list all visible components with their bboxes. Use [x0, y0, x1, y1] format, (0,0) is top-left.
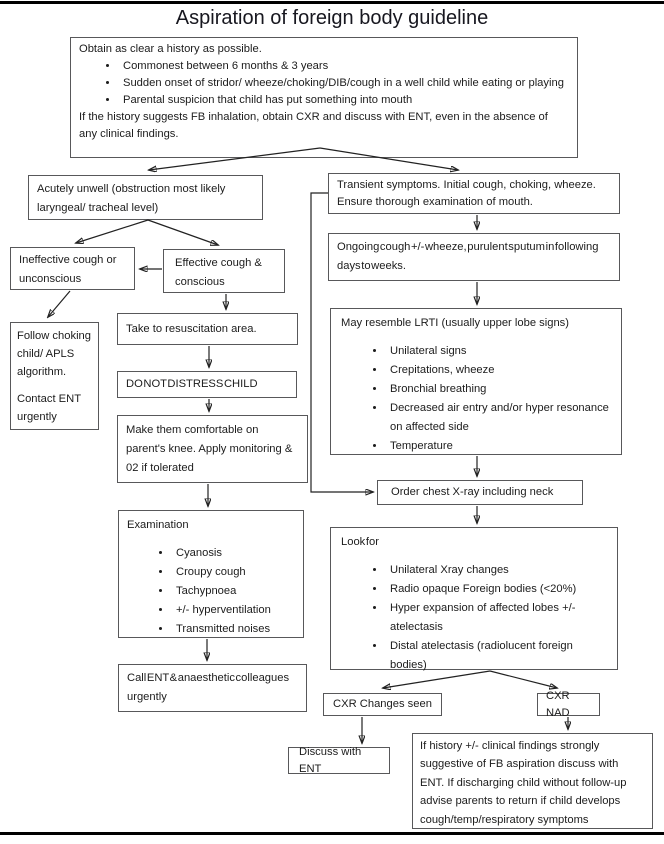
examination-bullet: Tachypnoea — [172, 582, 295, 601]
top-rule — [0, 1, 664, 4]
look-for-bullet: Radio opaque Foreign bodies (<20%) — [386, 580, 607, 599]
examination-bullet-list: Cyanosis Croupy cough Tachypnoea +/- hyp… — [127, 544, 295, 639]
lrti-heading: May resemble LRTI (usually upper lobe si… — [341, 317, 569, 329]
box-take-to-resus: Take to resuscitation area. — [117, 313, 298, 345]
box-examination: Examination Cyanosis Croupy cough Tachyp… — [118, 510, 304, 638]
follow-choking-line2: Contact ENT urgently — [17, 393, 81, 423]
history-bullet: Commonest between 6 months & 3 years — [119, 58, 569, 75]
history-bullet-list: Commonest between 6 months & 3 years Sud… — [79, 58, 569, 109]
look-for-heading: Look for — [341, 536, 379, 548]
arrow-ineffective-to-follow — [48, 290, 71, 317]
box-order-cxr: Order chest X-ray including neck — [377, 480, 583, 505]
box-acutely-unwell: Acutely unwell (obstruction most likely … — [28, 175, 263, 220]
examination-bullet: +/- hyperventilation — [172, 601, 295, 620]
lrti-bullet: Bronchial breathing — [386, 380, 611, 399]
box-transient-symptoms: Transient symptoms. Initial cough, choki… — [328, 173, 620, 214]
examination-bullet: Croupy cough — [172, 563, 295, 582]
look-for-bullet: Hyper expansion of affected lobes +/- at… — [386, 599, 607, 637]
box-make-comfortable: Make them comfortable on parent's knee. … — [117, 415, 308, 483]
page-title: Aspiration of foreign body guideline — [175, 7, 489, 29]
examination-bullet: Cyanosis — [172, 544, 295, 563]
box-cxr-changes-seen: CXR Changes seen — [323, 693, 442, 716]
history-intro: Obtain as clear a history as possible. — [79, 43, 262, 55]
examination-heading: Examination — [127, 519, 189, 531]
arrow-acutely-to-ineffective — [76, 219, 149, 243]
examination-bullet: Transmitted noises — [172, 620, 295, 639]
box-ineffective-cough: Ineffective cough or unconscious — [10, 247, 135, 290]
lrti-bullet: Crepitations, wheeze — [386, 361, 611, 380]
box-ongoing-cough: Ongoing cough +/- wheeze, purulent sputu… — [328, 233, 620, 281]
history-bullet: Parental suspicion that child has put so… — [119, 92, 569, 109]
box-discuss-with-ent: Discuss with ENT — [288, 746, 390, 775]
look-for-bullet: Distal atelectasis (radiolucent foreign … — [386, 637, 607, 675]
history-bullet: Sudden onset of stridor/ wheeze/choking/… — [119, 75, 569, 92]
box-cxr-nad-advice: If history +/- clinical findings strongl… — [412, 733, 653, 829]
bottom-rule — [0, 832, 664, 835]
box-call-ent-anaesthetic: Call ENT & anaesthetic colleagues urgent… — [118, 664, 307, 712]
follow-choking-line1: Follow choking child/ APLS algorithm. — [17, 330, 91, 378]
box-do-not-distress: DO NOT DISTRESS CHILD — [117, 371, 297, 398]
box-may-resemble-lrti: May resemble LRTI (usually upper lobe si… — [330, 308, 622, 455]
look-for-bullet-list: Unilateral Xray changes Radio opaque For… — [341, 561, 607, 675]
history-footer: If the history suggests FB inhalation, o… — [79, 111, 548, 140]
box-follow-choking-algorithm: Follow choking child/ APLS algorithm. Co… — [10, 322, 99, 430]
lrti-bullet: Temperature — [386, 437, 611, 456]
box-cxr-nad: CXR NAD — [537, 690, 600, 719]
lrti-bullet: Decreased air entry and/or hyper resonan… — [386, 399, 611, 437]
look-for-bullet: Unilateral Xray changes — [386, 561, 607, 580]
box-look-for: Look for Unilateral Xray changes Radio o… — [330, 527, 618, 671]
box-effective-cough: Effective cough & conscious — [163, 249, 285, 293]
arrow-acutely-to-effective — [147, 219, 218, 245]
box-history: Obtain as clear a history as possible. C… — [70, 37, 578, 158]
lrti-bullet: Unilateral signs — [386, 342, 611, 361]
lrti-bullet-list: Unilateral signs Crepitations, wheeze Br… — [341, 342, 611, 456]
